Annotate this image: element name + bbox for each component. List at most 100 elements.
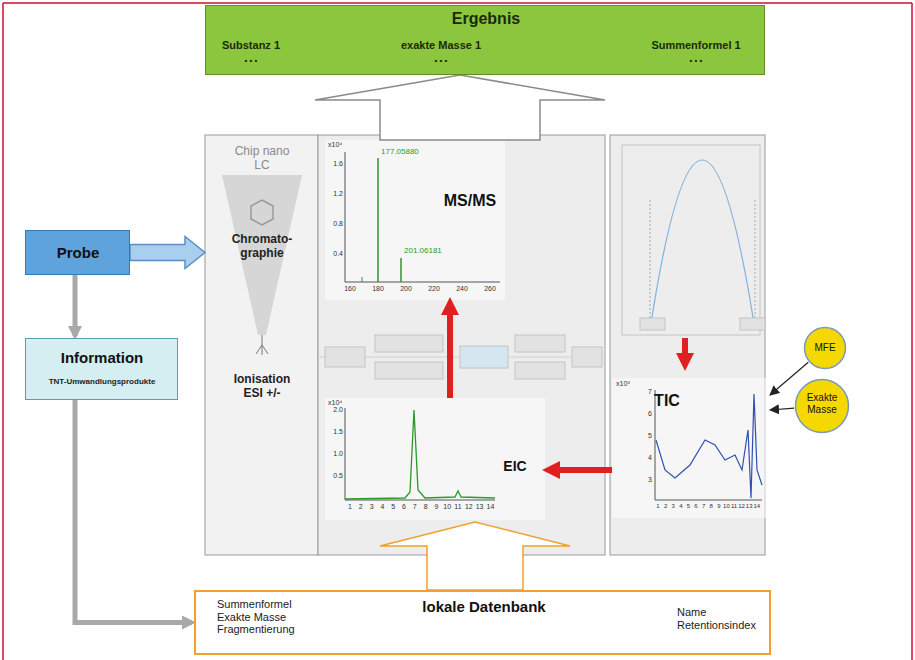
flow-arrow <box>770 408 794 410</box>
axis-tick: 3 <box>648 476 652 484</box>
node-title: TIC <box>654 392 680 410</box>
node-text: Substanz 1 <box>222 39 280 52</box>
eic-chromatogram: EIC <box>325 398 545 520</box>
msms-chart <box>325 140 505 300</box>
axis-tick: 11 <box>454 503 461 511</box>
axis-tick: 5 <box>391 503 395 511</box>
lc-cone <box>222 175 302 335</box>
axis-tick: 240 <box>456 285 468 293</box>
block-arrow <box>315 75 605 140</box>
node-text: Chromato- graphie <box>222 233 302 261</box>
axis-tick: 0.5 <box>333 472 343 480</box>
tic-chromatogram: TIC <box>612 378 770 518</box>
chip-hexagon <box>251 200 273 225</box>
axis-tick: x10⁸ <box>616 380 630 388</box>
msms-spectrum: MS/MS <box>325 140 505 300</box>
axis-tick: 6 <box>648 410 652 418</box>
red-arrow-down <box>682 338 688 362</box>
node-text: Summenformel Exakte Masse Fragmentierung <box>217 598 312 636</box>
axis-tick: 10 <box>443 503 451 511</box>
axis-tick: 260 <box>484 285 496 293</box>
frame <box>3 3 912 660</box>
axis-tick: 200 <box>400 285 412 293</box>
node-text: • • • <box>690 56 703 65</box>
flow-arrow <box>447 306 453 398</box>
axis-tick: 6 <box>694 503 697 510</box>
axis-tick: 1 <box>348 503 352 511</box>
axis-tick: x10⁴ <box>328 141 342 149</box>
axis-tick: 9 <box>717 503 720 510</box>
axis-tick: 12 <box>738 503 745 510</box>
axis-tick: 11 <box>731 503 737 510</box>
axis-tick: 1.2 <box>333 190 343 198</box>
axis-tick: 0.4 <box>333 250 343 258</box>
peak-label: 177.05880 <box>381 148 419 157</box>
panel-middle <box>318 135 605 555</box>
chromatography-panel: Chip nano LC Chromato- graphieIonisation … <box>205 135 318 555</box>
axis-tick: 13 <box>476 503 484 511</box>
node-title: Probe <box>57 244 100 261</box>
axis-tick: 1.0 <box>333 450 343 458</box>
node-title: Ergebnis <box>452 10 520 28</box>
node-text: Ionisation ESI +/- <box>223 373 301 401</box>
axis-tick: 7 <box>648 388 652 396</box>
node-text: • • • <box>435 56 448 65</box>
block-arrow <box>380 522 570 590</box>
instrument-schematic <box>318 335 605 379</box>
node-title: MS/MS <box>444 192 496 210</box>
axis-tick: 5 <box>648 432 652 440</box>
axis-tick: 4 <box>679 503 682 510</box>
flow-arrow <box>73 275 78 336</box>
axis-tick: 3 <box>370 503 374 511</box>
axis-tick: 7 <box>702 503 705 510</box>
peak-label: 201.06181 <box>404 247 442 256</box>
axis-tick: 2 <box>664 503 667 510</box>
axis-tick: 10 <box>723 503 730 510</box>
axis-tick: 9 <box>434 503 438 511</box>
axis-tick: 220 <box>428 285 440 293</box>
axis-tick: 3 <box>672 503 675 510</box>
circle-shape <box>805 328 846 369</box>
axis-tick: 12 <box>465 503 473 511</box>
axis-tick: 13 <box>746 503 753 510</box>
axis-tick: 5 <box>687 503 690 510</box>
axis-tick: x10⁴ <box>328 399 342 407</box>
axis-tick: 6 <box>402 503 406 511</box>
result-box: ErgebnisSubstanz 1 exakte Masse 1 Summenfo… <box>205 5 765 75</box>
mfe-circle: MFE <box>803 326 847 370</box>
axis-tick: 180 <box>372 285 384 293</box>
exact-mass-circle: Exakte Masse <box>794 378 850 434</box>
tic-chart <box>612 378 767 518</box>
eic-chart <box>325 398 545 520</box>
node-title: EIC <box>503 458 526 474</box>
database-box: lokale Datenbank Summenformel Exakte Mass… <box>194 590 771 655</box>
spray-icon <box>256 335 268 355</box>
information-box: InformationTNT-Umwandlungsprodukte <box>25 338 178 400</box>
node-text: exakte Masse 1 <box>401 39 481 52</box>
axis-tick: 160 <box>344 285 356 293</box>
sample-box: Probe <box>25 230 130 275</box>
axis-tick: 0.8 <box>333 220 343 228</box>
axis-tick: 2.0 <box>333 406 343 414</box>
node-text: Summenformel 1 <box>651 39 740 52</box>
node-title: Exakte Masse <box>798 392 846 415</box>
node-title: Chip nano LC <box>235 145 290 173</box>
node-title: MFE <box>814 342 835 354</box>
node-title: lokale Datenbank <box>422 598 545 615</box>
axis-tick: 7 <box>413 503 417 511</box>
axis-tick: 8 <box>424 503 428 511</box>
axis-tick: 1 <box>656 503 659 510</box>
flow-arrow <box>75 400 192 623</box>
circle-shape <box>796 380 849 433</box>
node-text: TNT-Umwandlungsprodukte <box>49 377 156 386</box>
flow-arrow <box>551 467 612 473</box>
panel-left <box>205 135 318 555</box>
tof-schematic <box>622 145 765 335</box>
axis-tick: 1.5 <box>333 428 343 436</box>
axis-tick: 8 <box>710 503 713 510</box>
block-arrow <box>130 237 205 269</box>
axis-tick: 4 <box>380 503 384 511</box>
